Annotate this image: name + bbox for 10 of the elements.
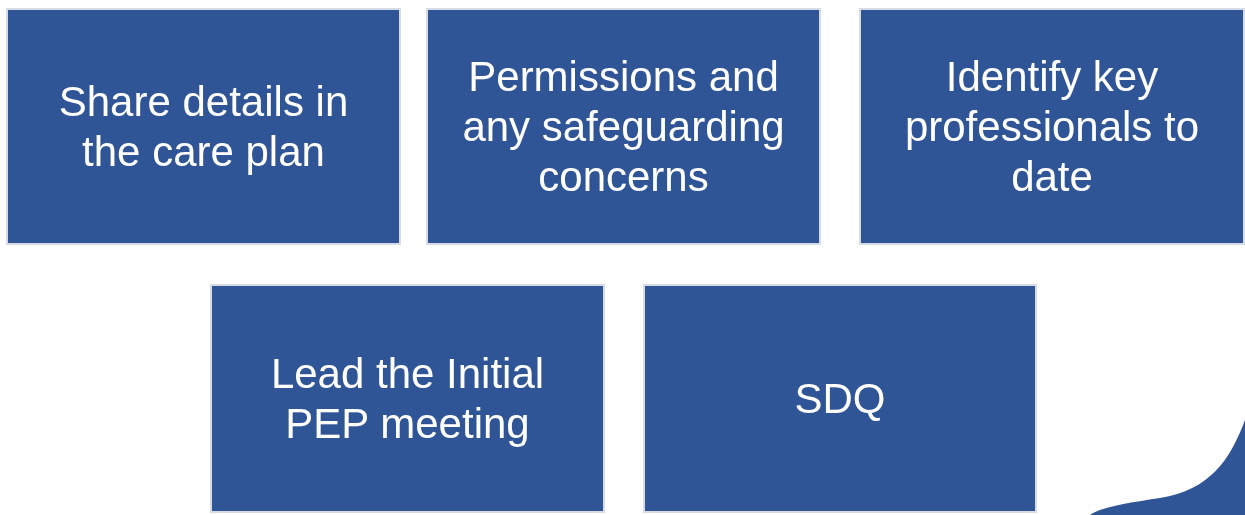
process-box xyxy=(6,8,401,245)
process-box xyxy=(643,284,1037,513)
process-box xyxy=(210,284,605,513)
box-label: Identify key professionals to date xyxy=(903,51,1201,202)
process-box xyxy=(426,8,821,245)
box-label: Lead the Initial PEP meeting xyxy=(269,348,546,449)
process-box xyxy=(859,8,1245,245)
box-label: Permissions and any safeguarding concerns xyxy=(461,51,786,202)
box-label: SDQ xyxy=(794,373,886,424)
box-label: Share details in the care plan xyxy=(57,76,350,177)
